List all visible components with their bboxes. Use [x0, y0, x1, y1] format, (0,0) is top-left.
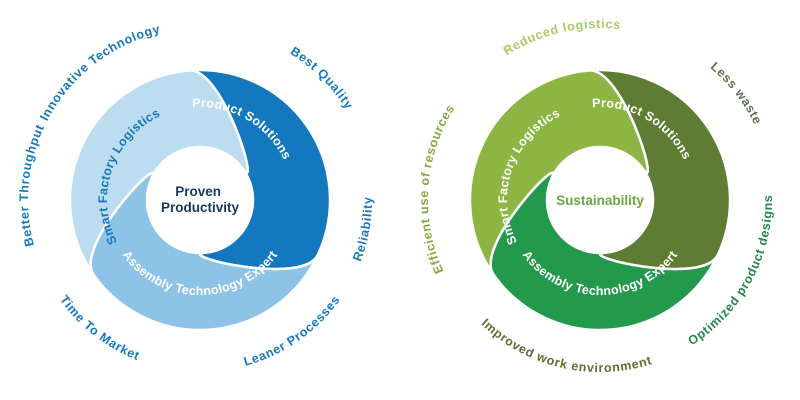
- outer-label-less-waste: Less waste: [708, 59, 765, 126]
- outer-label-efficient-use-of-resources: Efficient use of resources: [417, 102, 458, 276]
- center-label-sustainability: Sustainability: [556, 193, 644, 208]
- center-line-1: Proven: [175, 184, 221, 199]
- center-label-proven-productivity: Proven Productivity: [161, 184, 240, 215]
- outer-label-reliability: Reliability: [350, 196, 375, 263]
- outer-label-text: Less waste: [708, 59, 764, 126]
- sustainability-diagram: Sustainability Product Solutions Smart F…: [400, 0, 800, 400]
- center-disc: [546, 146, 654, 254]
- outer-label-text: Reliability: [350, 196, 374, 263]
- proven-productivity-diagram: Proven Productivity Product Solutions Sm…: [17, 22, 375, 369]
- sustainability-swirl-svg: Sustainability Product Solutions Smart F…: [417, 17, 774, 375]
- outer-label-text: Better Throughput: [17, 122, 47, 248]
- outer-label-text: Efficient use of resources: [417, 102, 457, 276]
- center-line-1: Sustainability: [556, 193, 644, 208]
- outer-label-reduced-logistics: Reduced logistics: [501, 17, 622, 58]
- outer-label-best-quality: Best Quality: [288, 44, 356, 112]
- outer-label-text: Reduced logistics: [501, 17, 621, 58]
- center-disc: [146, 146, 254, 254]
- outer-label-text: Best Quality: [288, 44, 355, 112]
- center-line-2: Productivity: [161, 200, 240, 215]
- productivity-swirl-svg: Proven Productivity Product Solutions Sm…: [17, 22, 375, 369]
- outer-label-better-throughput: Better Throughput: [17, 122, 47, 248]
